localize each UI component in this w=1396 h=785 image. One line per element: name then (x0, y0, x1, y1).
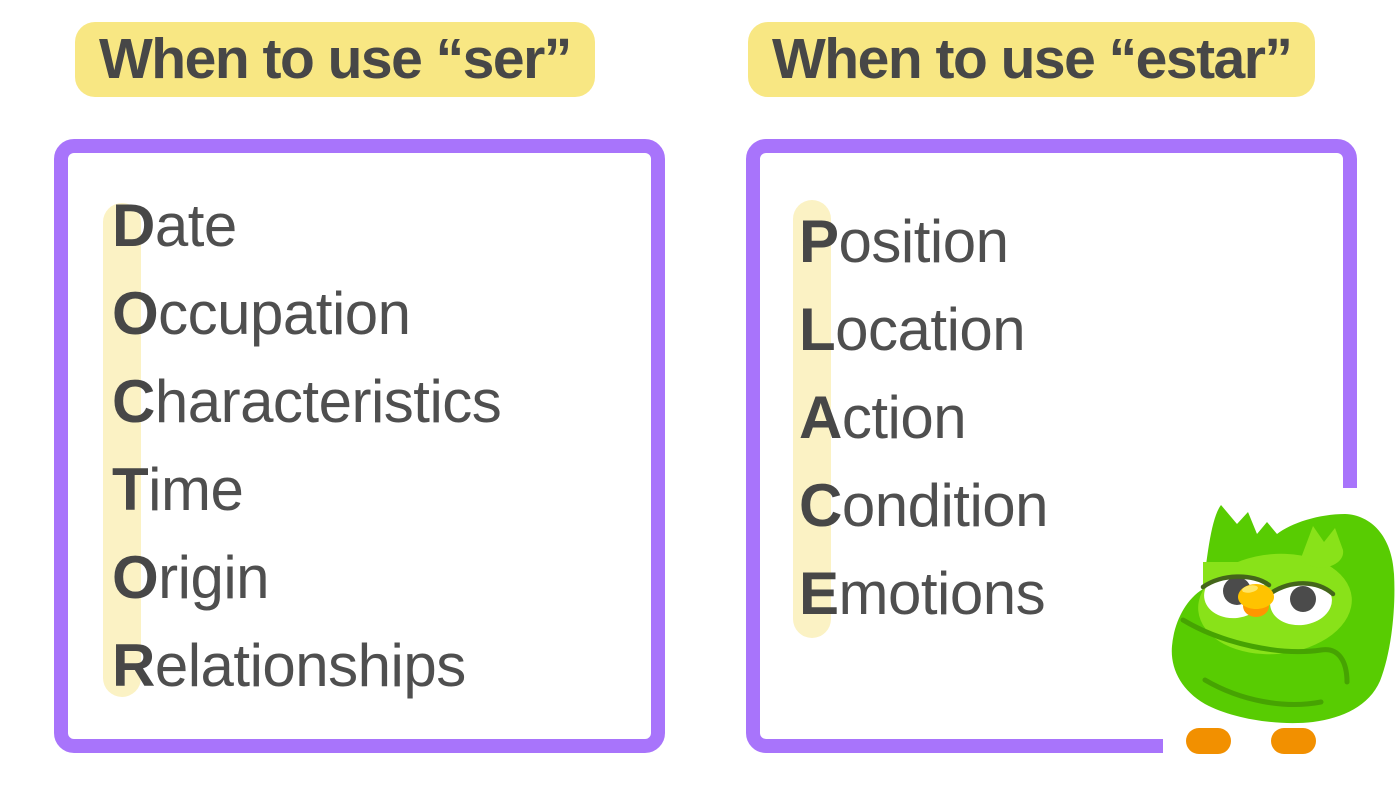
word-rest: haracteristics (154, 368, 502, 435)
list-item: Relationships (112, 622, 501, 710)
estar-word-list: Position Location Action Condition Emoti… (799, 198, 1049, 638)
list-item: Condition (799, 462, 1049, 550)
acronym-initial: E (799, 560, 839, 627)
list-item: Occupation (112, 270, 501, 358)
acronym-initial: R (112, 632, 155, 699)
word-rest: ime (148, 456, 244, 523)
estar-title-label: When to use “estar” (772, 27, 1293, 91)
acronym-initial: O (112, 280, 159, 347)
ser-panel-frame (54, 139, 665, 753)
list-item: Action (799, 374, 1048, 462)
estar-title-badge: When to use “estar” (748, 22, 1316, 97)
acronym-initial: T (112, 456, 149, 523)
ser-title-label: When to use “ser” (99, 27, 572, 91)
list-item: Characteristics (112, 358, 502, 446)
acronym-initial: C (799, 472, 842, 539)
word-rest: elationships (154, 632, 466, 699)
list-item: Emotions (799, 550, 1048, 638)
word-rest: ccupation (158, 280, 411, 347)
acronym-initial: O (112, 544, 159, 611)
acronym-initial: C (112, 368, 155, 435)
word-rest: osition (838, 208, 1009, 275)
place-acronym-highlight-stripe (793, 200, 831, 638)
list-item: Origin (112, 534, 501, 622)
word-rest: rigin (158, 544, 270, 611)
word-rest: ate (154, 192, 237, 259)
list-item: Position (799, 198, 1048, 286)
acronym-initial: P (799, 208, 839, 275)
list-item: Location (799, 286, 1048, 374)
word-rest: motions (838, 560, 1046, 627)
ser-word-list: Date Occupation Characteristics Time Ori… (112, 182, 502, 710)
word-rest: ocation (835, 296, 1026, 363)
list-item: Date (112, 182, 501, 270)
acronym-initial: D (112, 192, 155, 259)
duo-owl-mascot (1163, 488, 1396, 785)
word-rest: ction (841, 384, 967, 451)
list-item: Time (112, 446, 501, 534)
duo-owl-icon (1171, 505, 1395, 754)
word-rest: ondition (841, 472, 1049, 539)
ser-title-badge: When to use “ser” (75, 22, 595, 97)
acronym-initial: L (799, 296, 836, 363)
acronym-initial: A (799, 384, 842, 451)
doctor-acronym-highlight-stripe (103, 203, 141, 697)
